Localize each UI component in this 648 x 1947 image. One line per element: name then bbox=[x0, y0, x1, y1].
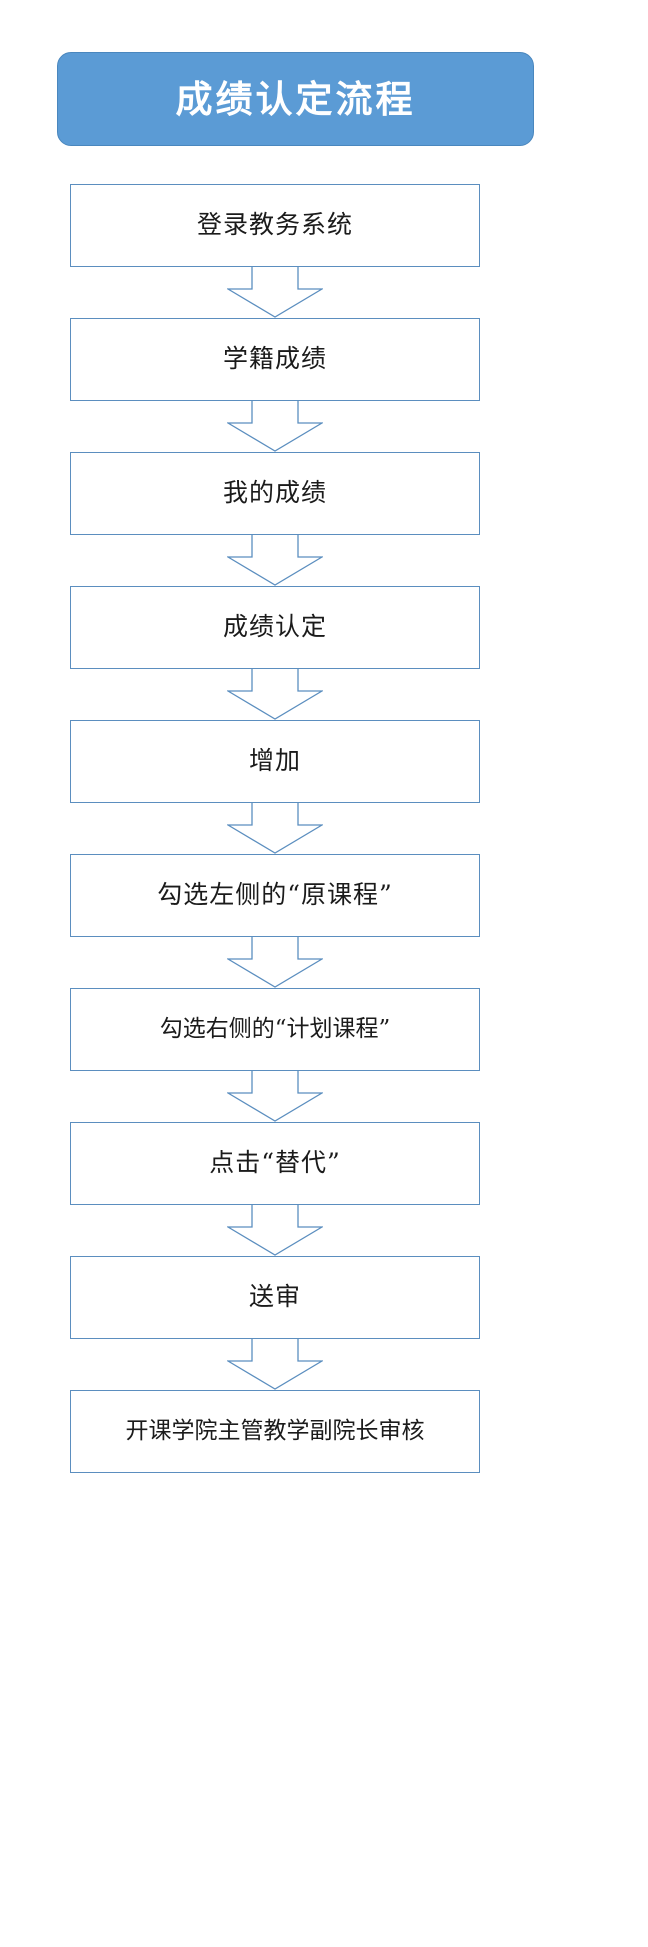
flow-connector-arrow-down-icon bbox=[70, 1339, 480, 1390]
flow-step-label: 登录教务系统 bbox=[196, 210, 353, 240]
flow-connector-arrow-down-icon bbox=[70, 535, 480, 586]
flow-step-label: 增加 bbox=[248, 746, 301, 776]
flow-step-label: 开课学院主管教学副院长审核 bbox=[125, 1418, 425, 1445]
flow-step-label: 点击“替代” bbox=[209, 1148, 341, 1178]
flow-connector-arrow-down-icon bbox=[70, 937, 480, 988]
flow-step-box[interactable]: 勾选左侧的“原课程” bbox=[70, 854, 480, 937]
flow-step-label: 学籍成绩 bbox=[222, 344, 327, 374]
flow-step-label: 勾选右侧的“计划课程” bbox=[159, 1016, 391, 1043]
flow-step-3: 我的成绩 bbox=[70, 452, 480, 535]
flow-step-label: 我的成绩 bbox=[222, 478, 327, 508]
flow-connector-arrow-down-icon bbox=[70, 267, 480, 318]
flow-step-box[interactable]: 勾选右侧的“计划课程” bbox=[70, 988, 480, 1071]
flow-step-label: 成绩认定 bbox=[222, 612, 327, 642]
flow-step-4: 成绩认定 bbox=[70, 586, 480, 669]
flow-step-box[interactable]: 送审 bbox=[70, 1256, 480, 1339]
flow-step-5: 增加 bbox=[70, 720, 480, 803]
flow-connector-arrow-down-icon bbox=[70, 401, 480, 452]
flow-step-1: 登录教务系统 bbox=[70, 184, 480, 267]
flow-step-9: 送审 bbox=[70, 1256, 480, 1339]
flow-step-2: 学籍成绩 bbox=[70, 318, 480, 401]
flow-step-box[interactable]: 成绩认定 bbox=[70, 586, 480, 669]
flow-connector-arrow-down-icon bbox=[70, 1205, 480, 1256]
flow-connector-arrow-down-icon bbox=[70, 1071, 480, 1122]
flow-step-label: 送审 bbox=[248, 1282, 301, 1312]
flow-step-7: 勾选右侧的“计划课程” bbox=[70, 988, 480, 1071]
flow-step-box[interactable]: 增加 bbox=[70, 720, 480, 803]
flow-step-6: 勾选左侧的“原课程” bbox=[70, 854, 480, 937]
flow-connector-arrow-down-icon bbox=[70, 803, 480, 854]
flow-step-label: 勾选左侧的“原课程” bbox=[157, 880, 393, 910]
flow-connector-arrow-down-icon bbox=[70, 669, 480, 720]
flow-step-8: 点击“替代” bbox=[70, 1122, 480, 1205]
flow-step-10: 开课学院主管教学副院长审核 bbox=[70, 1390, 480, 1473]
flow-step-box[interactable]: 登录教务系统 bbox=[70, 184, 480, 267]
flow-step-box[interactable]: 开课学院主管教学副院长审核 bbox=[70, 1390, 480, 1473]
flow-step-box[interactable]: 点击“替代” bbox=[70, 1122, 480, 1205]
flowchart-title-text: 成绩认定流程 bbox=[175, 77, 416, 121]
flow-step-box[interactable]: 我的成绩 bbox=[70, 452, 480, 535]
flowchart-title-banner: 成绩认定流程 bbox=[57, 52, 534, 146]
flow-step-column: 登录教务系统学籍成绩我的成绩成绩认定增加勾选左侧的“原课程” 勾选右侧的“计划课程… bbox=[70, 184, 480, 1473]
flow-step-box[interactable]: 学籍成绩 bbox=[70, 318, 480, 401]
